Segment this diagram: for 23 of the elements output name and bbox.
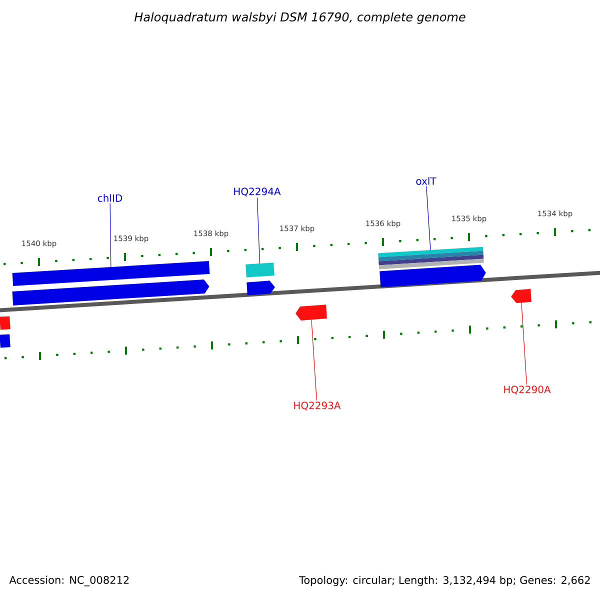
- gene-label: oxlT: [416, 177, 436, 185]
- gene-feature: [12, 261, 210, 286]
- gene-label: HQ2293A: [294, 402, 341, 410]
- gene-label: chlID: [98, 194, 122, 202]
- title: Haloquadratum walsbyi DSM 16790, complete genome: [134, 12, 466, 24]
- gene-feature: [296, 304, 327, 320]
- gene-feature: [511, 288, 532, 304]
- gene-feature: [246, 262, 274, 278]
- gene-feature: [378, 246, 484, 270]
- leader-line: [426, 186, 431, 250]
- gene-label: HQ2294A: [234, 188, 281, 196]
- leader-line: [110, 202, 112, 268]
- leader-line: [256, 197, 260, 264]
- gene-feature: [380, 264, 486, 288]
- gene-feature: [12, 280, 210, 306]
- leader-line: [311, 319, 317, 401]
- genome-info-text: Topology: circular; Length: 3,132,494 bp; Genes: 2,662: [299, 576, 590, 586]
- accession-text: Accession: NC_008212: [9, 576, 129, 586]
- gene-feature: [246, 280, 275, 296]
- gene-feature: [0, 316, 10, 330]
- leader-line: [521, 302, 527, 385]
- gene-label: HQ2290A: [504, 386, 551, 394]
- gene-feature: [0, 334, 10, 348]
